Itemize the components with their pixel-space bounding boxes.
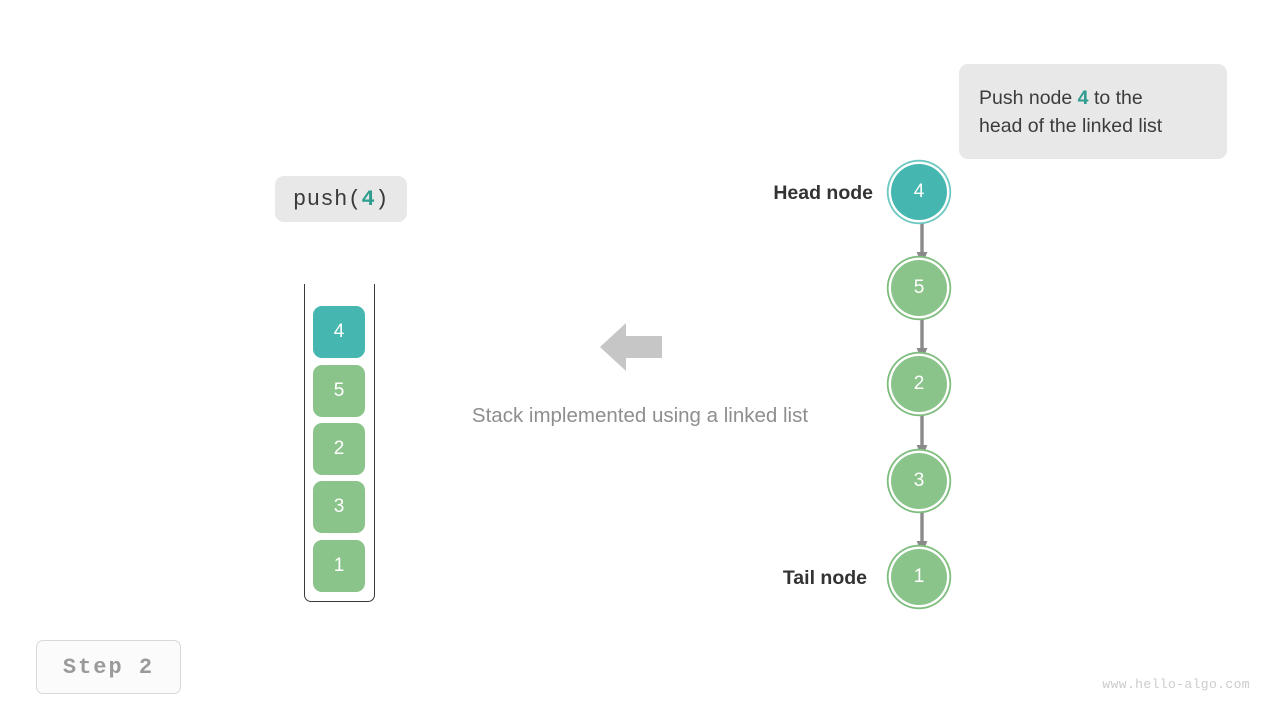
link-connector-arrow-icon <box>916 318 928 361</box>
annotation-accent-value: 4 <box>1077 86 1089 109</box>
diagram-caption: Stack implemented using a linked list <box>471 404 809 427</box>
stack-cell-value: 5 <box>333 380 345 401</box>
link-connector-arrow-icon <box>916 511 928 554</box>
linked-list-node-value: 4 <box>913 181 925 202</box>
stack-cell-value: 4 <box>333 321 345 342</box>
linked-list-node: 5 <box>891 260 947 316</box>
step-badge: Step 2 <box>36 640 181 694</box>
stack-cell: 4 <box>313 306 365 358</box>
head-node-label: Head node <box>773 182 873 204</box>
stack-container-walls <box>304 284 375 602</box>
annotation-text-after: to the head of the linked list <box>979 86 1163 137</box>
linked-list-node: 4 <box>891 164 947 220</box>
linked-list-node: 1 <box>891 549 947 605</box>
stack-cell-value: 2 <box>333 438 345 459</box>
operation-label: push(4) <box>275 176 407 222</box>
stack-column: 4 5 2 3 1 <box>304 284 375 602</box>
tail-node-label: Tail node <box>782 567 867 589</box>
flow-arrow-left-icon <box>600 323 662 371</box>
link-connector-arrow-icon <box>916 222 928 265</box>
operation-paren-close: ) <box>375 186 389 212</box>
stack-cell-value: 3 <box>333 496 345 517</box>
linked-list-node: 3 <box>891 453 947 509</box>
linked-list-node-value: 3 <box>913 470 925 491</box>
link-connector-arrow-icon <box>916 415 928 458</box>
linked-list-node-value: 2 <box>913 373 925 394</box>
stack-cell: 5 <box>313 365 365 417</box>
operation-name: push( <box>293 186 362 212</box>
stack-cell: 3 <box>313 481 365 533</box>
watermark: www.hello-algo.com <box>1102 677 1250 692</box>
linked-list-node-value: 1 <box>913 566 925 587</box>
annotation-text: Push node 4 to the head of the linked li… <box>979 84 1162 140</box>
stack-cell: 1 <box>313 540 365 592</box>
operation-text: push(4) <box>293 187 389 212</box>
operation-argument: 4 <box>361 186 376 212</box>
linked-list-node: 2 <box>891 356 947 412</box>
annotation-bubble: Push node 4 to the head of the linked li… <box>959 64 1227 159</box>
stack-cell-value: 1 <box>333 555 345 576</box>
linked-list: Head node Tail node 4 5 2 3 1 <box>740 150 1000 620</box>
linked-list-node-value: 5 <box>913 277 925 298</box>
stack-cell: 2 <box>313 423 365 475</box>
step-badge-label: Step 2 <box>62 654 155 680</box>
annotation-text-before: Push node <box>979 86 1078 109</box>
